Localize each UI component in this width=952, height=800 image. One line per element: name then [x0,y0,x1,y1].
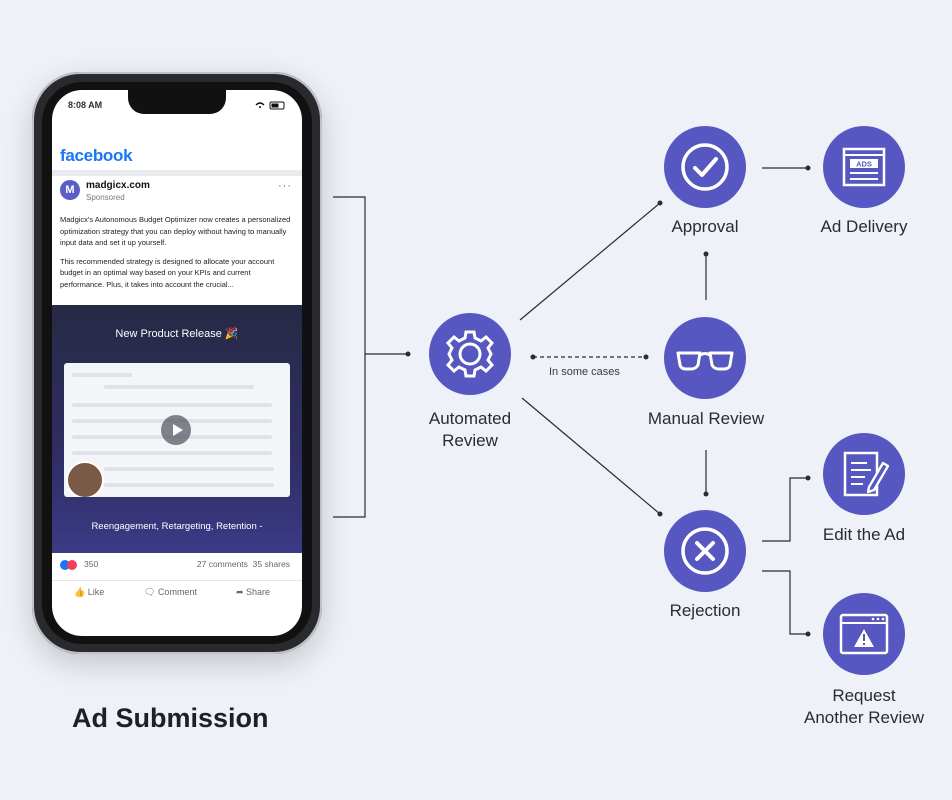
glasses-icon [664,317,746,399]
share-button[interactable]: ➦ Share [236,587,270,598]
request-review-line2: Another Review [788,707,940,729]
request-review-node [823,593,905,675]
x-icon [664,510,746,592]
facebook-logo[interactable]: facebook [60,146,132,166]
thumb-line [72,451,272,455]
request-review-line1: Request [788,685,940,707]
ad-delivery-label: Ad Delivery [804,216,924,238]
like-label: Like [88,587,105,597]
video-thumbnail[interactable] [64,363,290,497]
presenter-avatar [66,461,104,497]
reaction-icons[interactable] [60,560,74,572]
ads-window-icon: ADS [823,126,905,208]
in-some-cases-label: In some cases [549,366,620,378]
reaction-count[interactable]: 350 [84,559,98,569]
comment-share-counts[interactable]: 27 comments 35 shares [197,559,290,569]
edit-document-icon [823,433,905,515]
thumb-line [72,403,272,407]
automated-review-node [429,313,511,395]
approval-node [664,126,746,208]
status-bar: 8:08 AM [52,100,302,114]
thumb-line [104,385,254,389]
automated-review-line1: Automated [412,408,528,430]
avatar[interactable]: M [60,180,80,200]
automated-review-label: Automated Review [412,408,528,452]
thumb-line [104,483,274,487]
like-button[interactable]: 👍 Like [74,587,104,598]
rejection-node [664,510,746,592]
promo-footer: Reengagement, Retargeting, Retention - [52,521,302,532]
edit-ad-node [823,433,905,515]
checkmark-icon [664,126,746,208]
approval-label: Approval [645,216,765,238]
comment-button[interactable]: 🗨 Comment [144,587,197,598]
automated-review-line2: Review [412,430,528,452]
comment-count[interactable]: 27 comments [197,559,248,569]
rejection-label: Rejection [645,600,765,622]
post-paragraph-1: Madgicx's Autonomous Budget Optimizer no… [60,214,294,249]
post-paragraph-2: This recommended strategy is designed to… [60,256,294,291]
ad-delivery-node: ADS [823,126,905,208]
status-time: 8:08 AM [68,100,102,110]
thumb-line [72,373,132,377]
battery-icon [254,100,288,112]
request-review-label: Request Another Review [788,685,940,729]
play-icon[interactable] [161,415,191,445]
promo-media[interactable]: New Product Release 🎉 Reengagement, Reta… [52,305,302,553]
share-label: Share [246,587,270,597]
ads-sign-text: ADS [856,160,872,169]
edit-ad-label: Edit the Ad [804,524,924,546]
promo-title: New Product Release 🎉 [52,327,302,340]
phone-mockup: 8:08 AM facebook M madgicx.com Sponsored… [32,72,322,654]
phone-screen: 8:08 AM facebook M madgicx.com Sponsored… [52,90,302,636]
facebook-header: facebook [52,142,302,176]
post-page-name[interactable]: madgicx.com [86,180,150,191]
reaction-bar: 350 27 comments 35 shares [60,558,294,574]
post-actions: 👍 Like 🗨 Comment ➦ Share [52,580,302,605]
manual-review-node [664,317,746,399]
warning-window-icon [823,593,905,675]
ad-submission-title: Ad Submission [72,703,269,734]
sponsored-label: Sponsored [86,193,125,202]
post-body: Madgicx's Autonomous Budget Optimizer no… [60,214,294,297]
more-options-icon[interactable]: ··· [278,180,292,192]
comment-label: Comment [158,587,197,597]
gear-icon [429,313,511,395]
thumb-line [104,467,274,471]
post-header: M madgicx.com Sponsored ··· [52,178,302,212]
manual-review-label: Manual Review [626,408,786,430]
share-count[interactable]: 35 shares [253,559,290,569]
